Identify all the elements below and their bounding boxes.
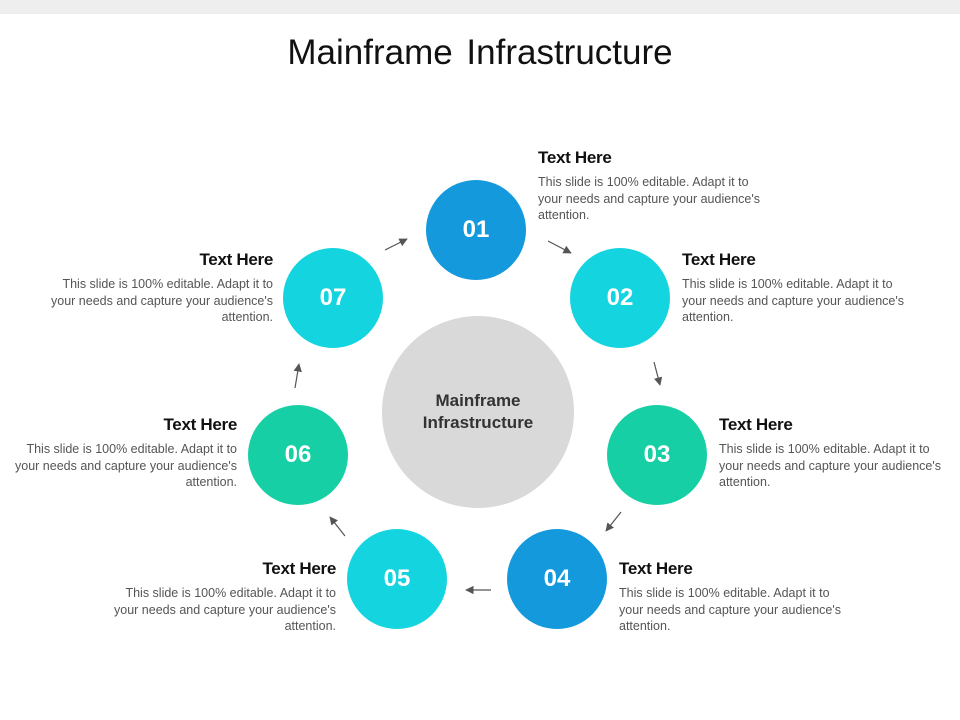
step-heading: Text Here <box>619 559 693 578</box>
step-text-02: Text Here This slide is 100% editable. A… <box>682 250 904 326</box>
step-heading: Text Here <box>538 148 612 167</box>
step-number: 02 <box>606 284 634 311</box>
step-number: 07 <box>319 284 347 311</box>
step-heading: Text Here <box>719 415 793 434</box>
step-body: This slide is 100% editable. Adapt it to… <box>114 586 336 633</box>
step-body: This slide is 100% editable. Adapt it to… <box>538 175 760 222</box>
step-number: 01 <box>462 216 490 243</box>
step-text-06: Text Here This slide is 100% editable. A… <box>15 415 237 491</box>
center-label: Mainframe Infrastructure <box>422 391 534 432</box>
arrow-02-to-03 <box>653 361 663 386</box>
arrow-03-to-04 <box>605 511 622 532</box>
center-hub: Mainframe Infrastructure <box>382 316 574 508</box>
step-text-07: Text Here This slide is 100% editable. A… <box>51 250 273 326</box>
step-node-07: 07 <box>283 248 383 348</box>
page-title: Mainframe Infrastructure <box>287 33 673 72</box>
top-bar <box>0 0 960 14</box>
step-heading: Text Here <box>262 559 336 578</box>
arrow-07-to-01 <box>384 238 408 251</box>
step-node-01: 01 <box>426 180 526 280</box>
step-number: 05 <box>383 565 411 592</box>
step-body: This slide is 100% editable. Adapt it to… <box>51 277 273 324</box>
step-heading: Text Here <box>163 415 237 434</box>
step-node-06: 06 <box>248 405 348 505</box>
step-number: 06 <box>284 441 312 468</box>
step-text-01: Text Here This slide is 100% editable. A… <box>538 148 760 224</box>
arrow-06-to-07 <box>293 363 302 389</box>
step-node-04: 04 <box>507 529 607 629</box>
step-body: This slide is 100% editable. Adapt it to… <box>15 442 237 489</box>
step-node-03: 03 <box>607 405 707 505</box>
step-body: This slide is 100% editable. Adapt it to… <box>682 277 904 324</box>
step-body: This slide is 100% editable. Adapt it to… <box>719 442 941 489</box>
step-text-04: Text Here This slide is 100% editable. A… <box>619 559 841 635</box>
arrow-01-to-02 <box>547 240 572 254</box>
step-heading: Text Here <box>682 250 756 269</box>
step-body: This slide is 100% editable. Adapt it to… <box>619 586 841 633</box>
step-number: 04 <box>543 565 571 592</box>
step-node-02: 02 <box>570 248 670 348</box>
arrow-05-to-06 <box>329 516 346 537</box>
step-text-03: Text Here This slide is 100% editable. A… <box>719 415 941 491</box>
step-text-05: Text Here This slide is 100% editable. A… <box>114 559 336 635</box>
step-heading: Text Here <box>199 250 273 269</box>
step-node-05: 05 <box>347 529 447 629</box>
step-number: 03 <box>643 441 671 468</box>
